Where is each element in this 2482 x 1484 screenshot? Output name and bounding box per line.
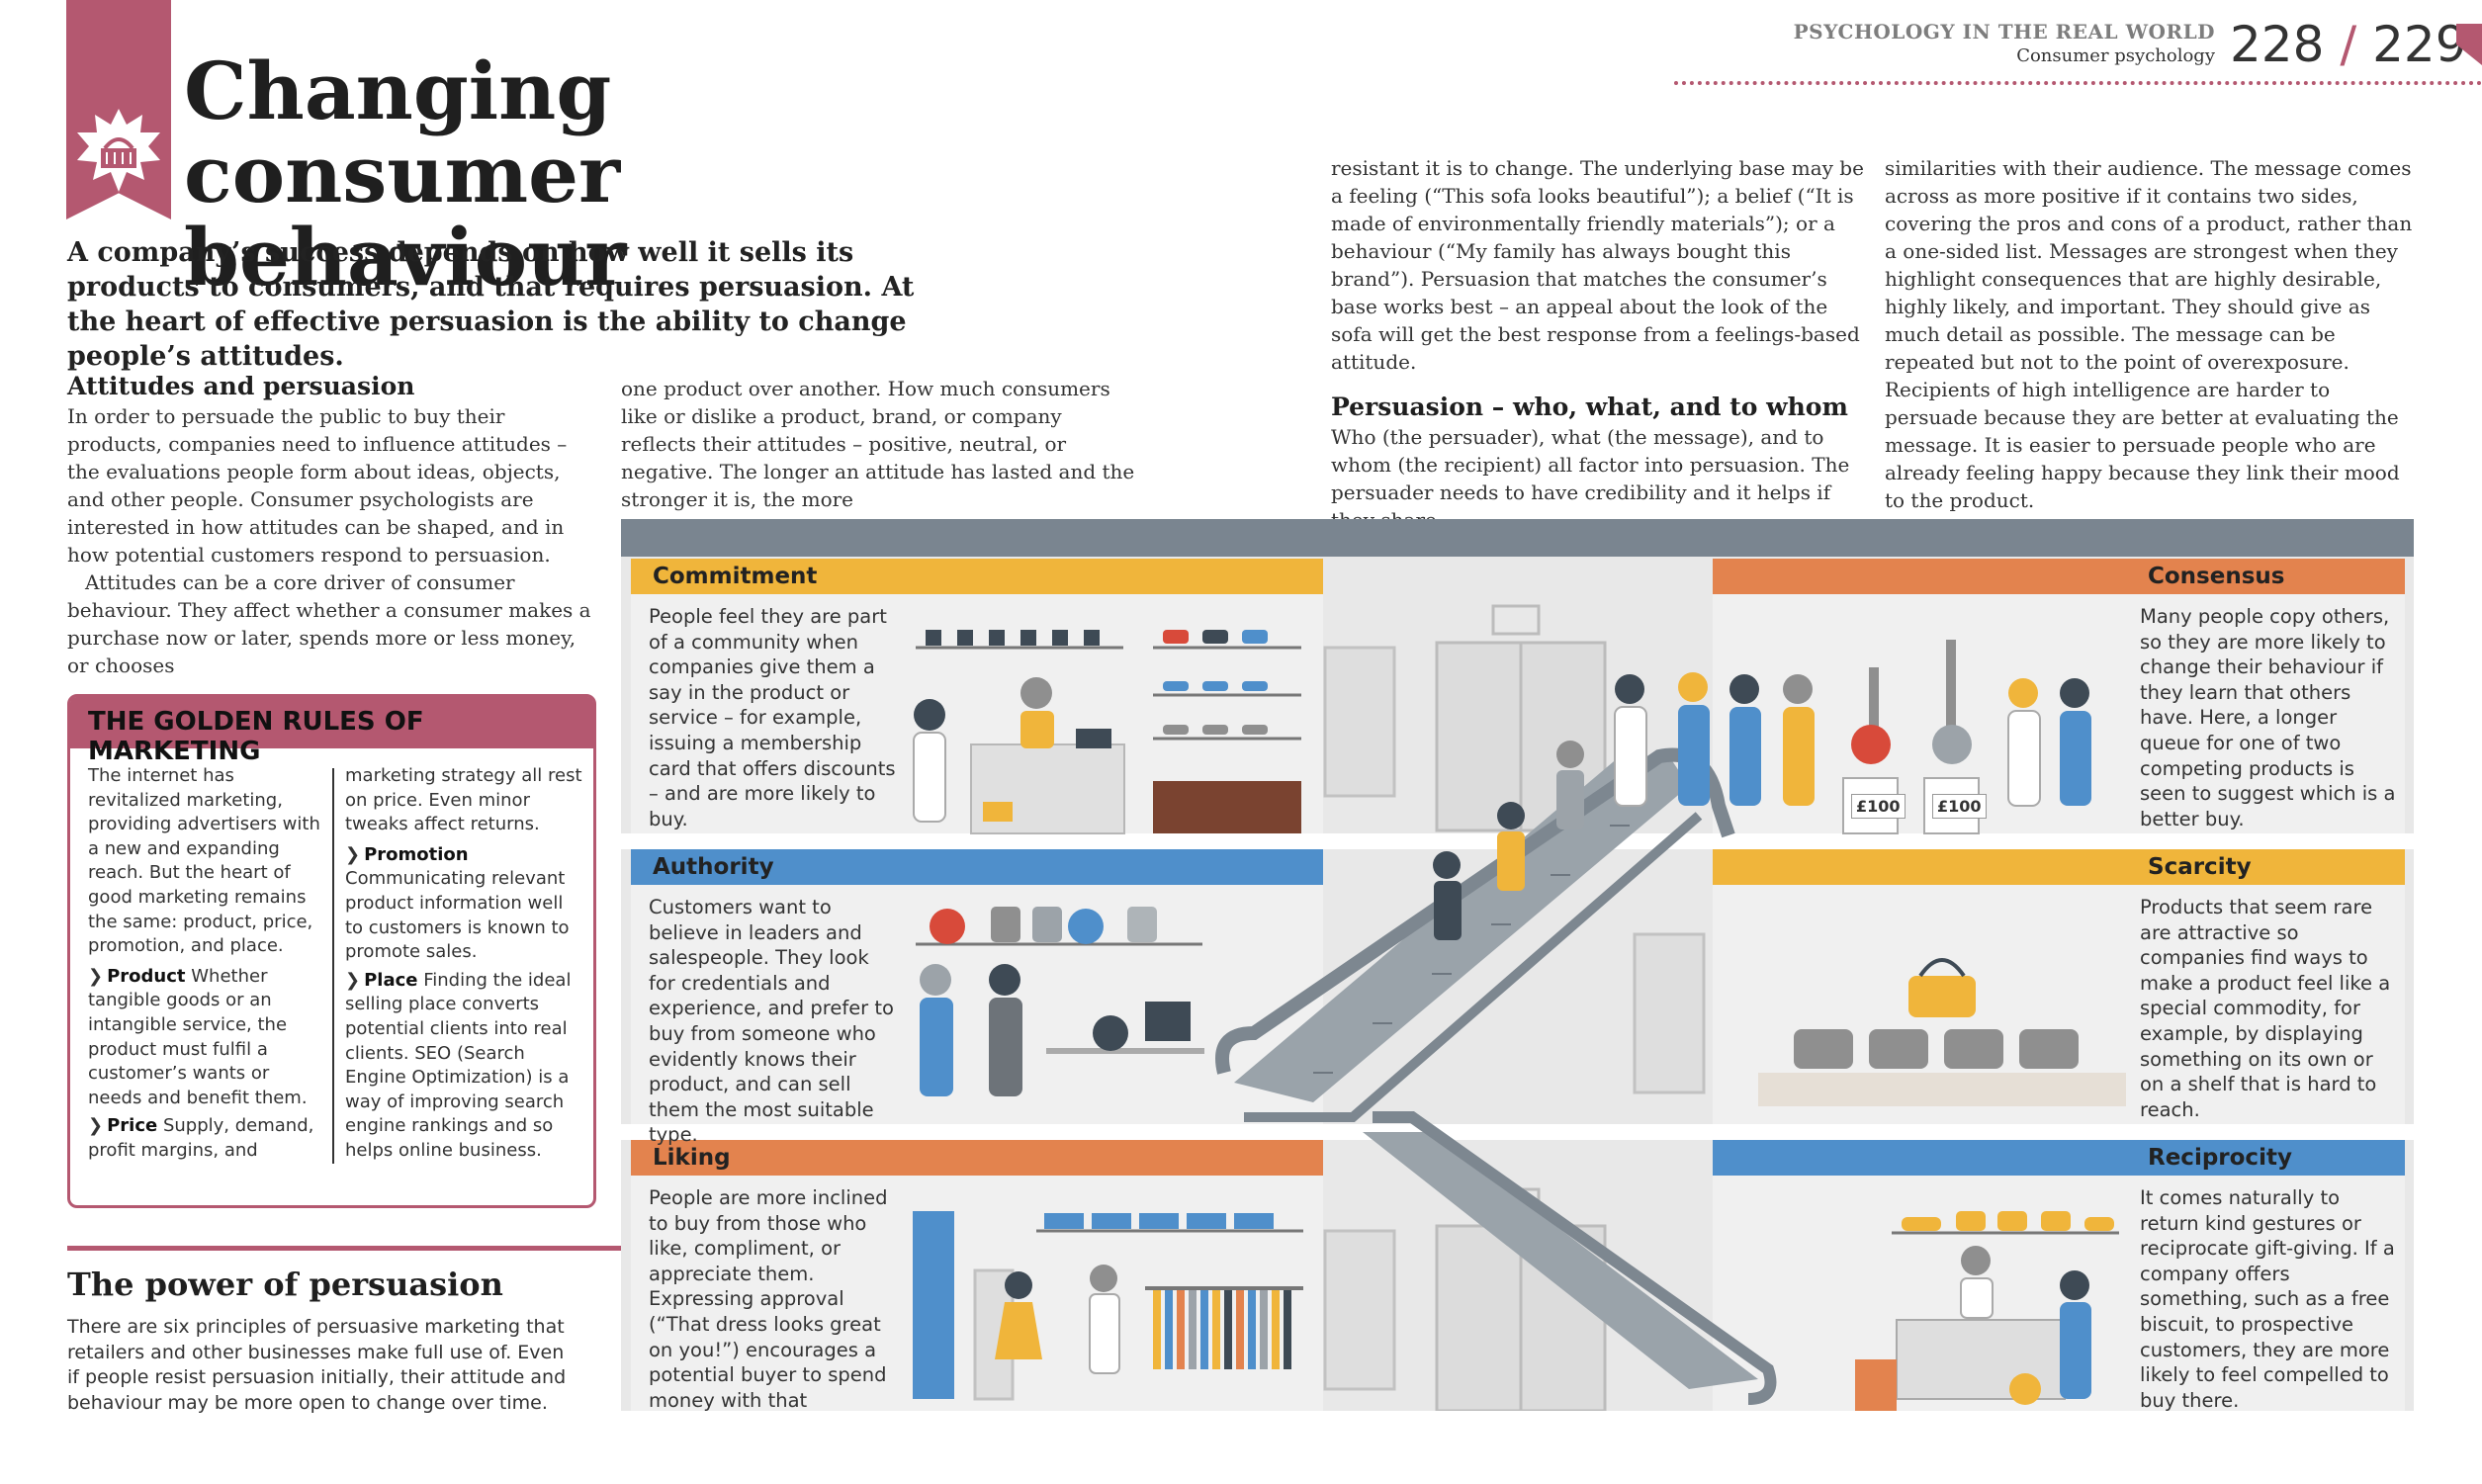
commitment-title: Commitment — [631, 559, 1323, 594]
consensus-text: Many people copy others, so they are mor… — [2140, 605, 2396, 830]
attitudes-paragraph-2: Attitudes can be a core driver of consum… — [67, 570, 591, 677]
attitudes-paragraph-1: In order to persuade the public to buy t… — [67, 404, 568, 567]
header-dotted-rule — [1674, 81, 2482, 85]
rule-product-text: Whether tangible goods or an intangible … — [88, 965, 308, 1108]
page-title: Changing consumer behaviour — [184, 49, 1074, 299]
persuasion-heading: Persuasion – who, what, and to whom — [1331, 393, 1848, 421]
scarcity-title: Scarcity — [1713, 849, 2405, 885]
rule-product-label: Product — [107, 965, 186, 987]
column-3: resistant it is to change. The underlyin… — [1331, 154, 1865, 534]
power-heading: The power of persuasion — [67, 1266, 503, 1303]
consensus-bg — [1713, 559, 2405, 833]
subsection-name: Consumer psychology — [2016, 45, 2215, 66]
section-name: PSYCHOLOGY IN THE REAL WORLD — [1793, 20, 2215, 44]
column-3-paragraph-1: resistant it is to change. The underlyin… — [1331, 156, 1864, 374]
power-text: There are six principles of persuasive m… — [67, 1316, 567, 1414]
authority-bg — [631, 849, 1323, 1124]
chevron-right-icon: ❯ — [345, 843, 361, 865]
consensus-title: Consensus — [1713, 559, 2405, 594]
rule-price-text: Supply, demand, profit margins, and — [88, 1115, 314, 1161]
golden-intro: The internet has revitalized marketing, … — [88, 765, 320, 957]
rule-promotion-text: Communicating relevant product informati… — [345, 868, 570, 963]
golden-rules-title: THE GOLDEN RULES OF MARKETING — [70, 697, 593, 766]
title-line-2: behaviour — [184, 211, 627, 304]
authority-title: Authority — [631, 849, 1323, 885]
intro-paragraph: A company’s success depends on how well … — [67, 237, 915, 372]
price-tag: £100 — [1932, 794, 1987, 819]
column-4-text: similarities with their audience. The me… — [1885, 156, 2413, 512]
reciprocity-title: Reciprocity — [1713, 1140, 2405, 1176]
page-numbers: 228 / 229 — [2230, 16, 2467, 73]
attitudes-heading: Attitudes and persuasion — [67, 372, 415, 400]
rule-place-text: Finding the ideal selling place converts… — [345, 969, 572, 1161]
liking-text: People are more inclined to buy from tho… — [649, 1186, 888, 1411]
authority-text: Customers want to believe in leaders and… — [649, 896, 894, 1147]
ceiling-band — [621, 519, 2414, 557]
golden-rules-col-2: marketing strategy all rest on price. Ev… — [345, 764, 582, 1164]
commitment-text: People feel they are part of a community… — [649, 605, 896, 830]
rule-place-label: Place — [364, 969, 418, 991]
page-slash: / — [2340, 16, 2357, 73]
golden-rules-box: THE GOLDEN RULES OF MARKETING The intern… — [67, 694, 596, 1208]
page-number-left: 228 — [2230, 16, 2325, 73]
title-line-1: Changing consumer — [184, 44, 621, 220]
store-illustration: Commitment Authority Liking Consensus Sc… — [621, 519, 2414, 1411]
scarcity-text: Products that seem rare are attractive s… — [2140, 896, 2391, 1121]
column-3-paragraph-2: Who (the persuader), what (the message),… — [1331, 425, 1850, 532]
liking-title: Liking — [631, 1140, 1323, 1176]
reciprocity-text: It comes naturally to return kind gestur… — [2140, 1186, 2395, 1411]
chevron-right-icon: ❯ — [345, 969, 361, 991]
escalator-icon — [913, 604, 2126, 1411]
floor-divider — [621, 1124, 2414, 1140]
column-divider — [332, 768, 334, 1164]
basket-icon — [77, 109, 160, 192]
column-2-text: one product over another. How much consu… — [621, 377, 1135, 511]
rule-price-label: Price — [107, 1115, 158, 1137]
chevron-right-icon: ❯ — [88, 1115, 104, 1137]
page-number-right: 229 — [2372, 16, 2467, 73]
attitudes-section: Attitudes and persuasion In order to per… — [67, 371, 601, 679]
running-header: PSYCHOLOGY IN THE REAL WORLD Consumer ps… — [1794, 20, 2215, 66]
golden-rules-col-1: The internet has revitalized marketing, … — [88, 764, 325, 1164]
section-rule — [67, 1246, 621, 1251]
rule-price-continued: marketing strategy all rest on price. Ev… — [345, 765, 582, 835]
chevron-right-icon: ❯ — [88, 965, 104, 987]
rule-promotion-label: Promotion — [364, 843, 469, 865]
price-tag: £100 — [1851, 794, 1906, 819]
